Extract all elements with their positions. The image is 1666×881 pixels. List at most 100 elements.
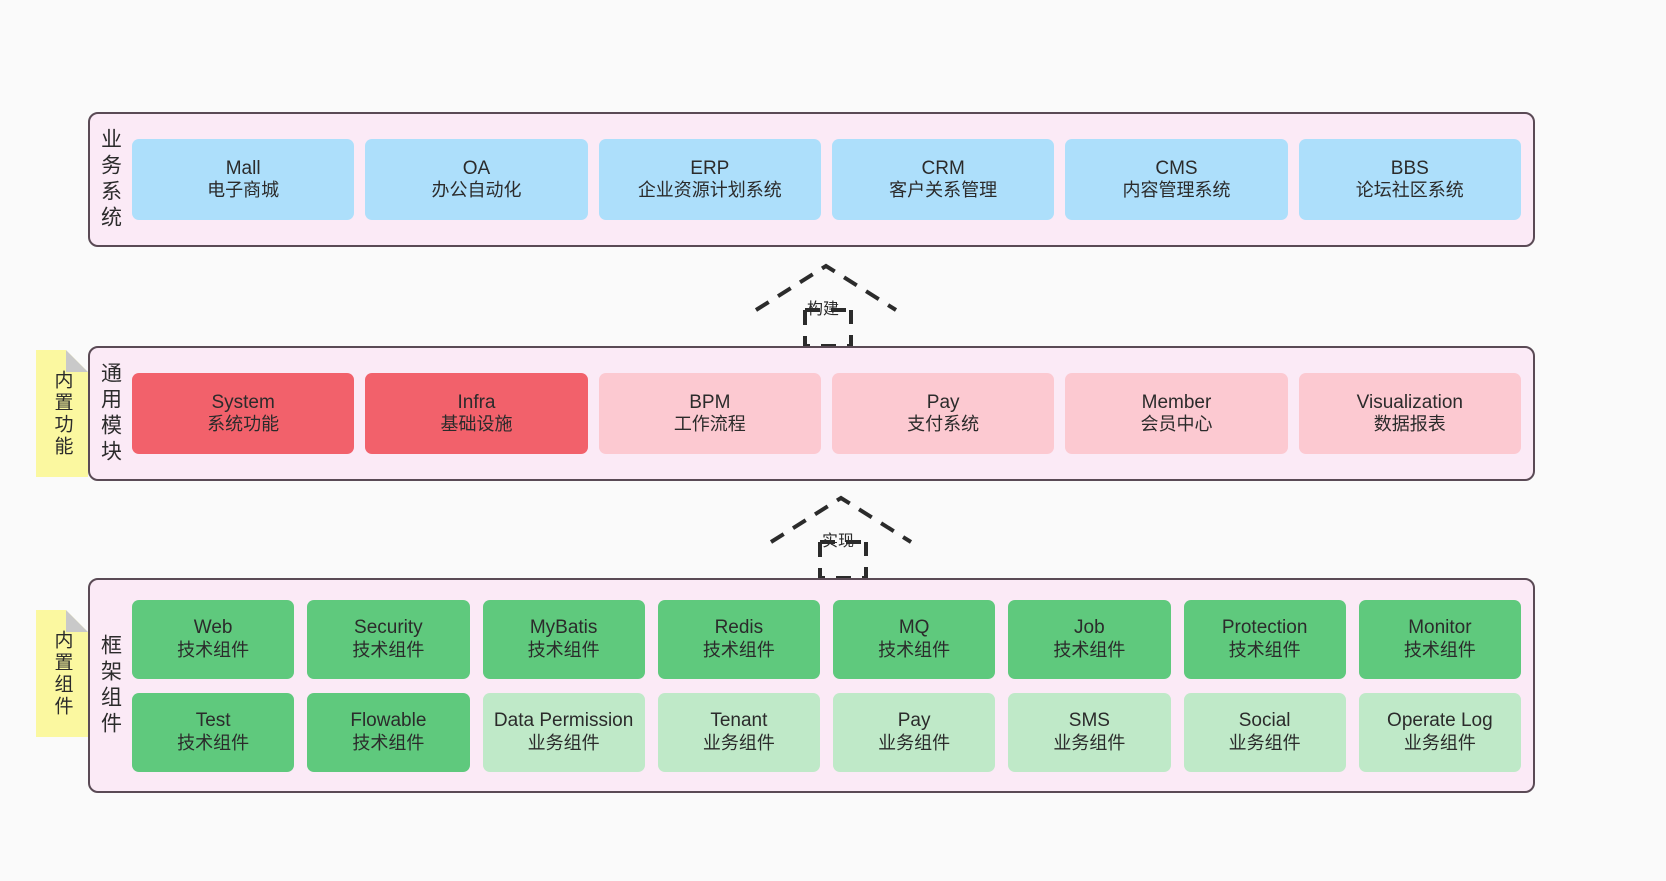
node-member[interactable]: Member 会员中心 [1065, 373, 1288, 454]
node-cn-label: 技术组件 [702, 639, 775, 660]
node-en-label: BBS [1390, 157, 1429, 179]
node-job[interactable]: Job 技术组件 [1008, 599, 1171, 679]
layer-framework-title: 框架组件 [98, 633, 122, 738]
node-cn-label: 企业资源计划系统 [637, 180, 782, 201]
node-bbs[interactable]: BBS 论坛社区系统 [1298, 139, 1521, 220]
node-bpm[interactable]: BPM 工作流程 [598, 373, 821, 454]
node-cn-label: 业务组件 [878, 732, 951, 753]
node-cn-label: 技术组件 [352, 732, 425, 753]
node-cn-label: 技术组件 [177, 732, 250, 753]
node-cn-label: 业务组件 [527, 732, 600, 753]
node-en-label: Pay [926, 391, 960, 413]
node-cn-label: 数据报表 [1373, 414, 1446, 435]
node-crm[interactable]: CRM 客户关系管理 [831, 139, 1055, 220]
node-visualization[interactable]: Visualization 数据报表 [1298, 373, 1521, 454]
node-cn-label: 论坛社区系统 [1355, 180, 1464, 201]
node-system[interactable]: System 系统功能 [132, 373, 355, 454]
node-cn-label: 技术组件 [1228, 639, 1301, 660]
node-en-label: CRM [921, 157, 965, 179]
arrow-implement-label: 实现 [822, 533, 855, 550]
node-cn-label: 技术组件 [352, 639, 425, 660]
node-en-label: MyBatis [529, 617, 598, 639]
node-en-label: Protection [1221, 617, 1308, 639]
node-cn-label: 办公自动化 [431, 180, 522, 201]
node-en-label: CMS [1155, 157, 1198, 179]
node-data-permission[interactable]: Data Permission 业务组件 [482, 692, 645, 772]
node-en-label: ERP [690, 157, 730, 179]
node-cn-label: 内容管理系统 [1122, 180, 1231, 201]
node-en-label: Data Permission [493, 710, 634, 732]
node-en-label: Security [354, 617, 423, 639]
node-infra[interactable]: Infra 基础设施 [365, 373, 588, 454]
node-en-label: Operate Log [1387, 710, 1493, 732]
side-tab-label: 内置功能 [51, 369, 73, 458]
node-test[interactable]: Test 技术组件 [132, 692, 295, 772]
node-erp[interactable]: ERP 企业资源计划系统 [598, 139, 821, 220]
layer-business-title: 业务系统 [98, 127, 122, 232]
arrow-implement: 实现 [765, 490, 925, 582]
node-monitor[interactable]: Monitor 技术组件 [1358, 599, 1521, 679]
node-tenant[interactable]: Tenant 业务组件 [657, 692, 820, 772]
side-tab-label: 内置组件 [51, 629, 73, 718]
node-en-label: SMS [1068, 710, 1110, 732]
node-mq[interactable]: MQ 技术组件 [833, 599, 996, 679]
node-en-label: Monitor [1408, 617, 1472, 639]
page-fold-icon [66, 350, 88, 372]
layer-common-nodes: System 系统功能 Infra 基础设施 BPM 工作流程 Pay 支付系统… [130, 348, 1533, 479]
node-en-label: OA [462, 157, 491, 179]
node-oa[interactable]: OA 办公自动化 [365, 139, 588, 220]
node-cn-label: 技术组件 [177, 639, 250, 660]
node-pay-component[interactable]: Pay 业务组件 [833, 692, 996, 772]
node-en-label: Web [193, 617, 233, 639]
node-cms[interactable]: CMS 内容管理系统 [1065, 139, 1288, 220]
node-mall[interactable]: Mall 电子商城 [132, 139, 355, 220]
arrow-build: 构建 [750, 258, 910, 350]
node-social[interactable]: Social 业务组件 [1183, 692, 1346, 772]
node-en-label: Test [195, 710, 231, 732]
node-cn-label: 客户关系管理 [889, 180, 998, 201]
node-cn-label: 工作流程 [673, 414, 746, 435]
node-cn-label: 业务组件 [1228, 732, 1301, 753]
framework-grid: Web 技术组件 Security 技术组件 MyBatis 技术组件 Redi… [132, 599, 1521, 772]
arrow-build-label: 构建 [807, 301, 840, 318]
node-cn-label: 电子商城 [207, 180, 280, 201]
node-pay-module[interactable]: Pay 支付系统 [831, 373, 1055, 454]
layer-common-modules: 通用模块 System 系统功能 Infra 基础设施 BPM 工作流程 Pay… [88, 346, 1535, 481]
side-tab-builtin-function[interactable]: 内置功能 [36, 350, 88, 477]
layer-common-title: 通用模块 [98, 361, 122, 466]
layer-business-nodes: Mall 电子商城 OA 办公自动化 ERP 企业资源计划系统 CRM 客户关系… [130, 114, 1533, 245]
page-fold-icon [66, 610, 88, 632]
node-cn-label: 系统功能 [207, 414, 280, 435]
layer-framework-nodes: Web 技术组件 Security 技术组件 MyBatis 技术组件 Redi… [130, 580, 1533, 791]
node-cn-label: 支付系统 [907, 414, 980, 435]
node-flowable[interactable]: Flowable 技术组件 [307, 692, 470, 772]
node-en-label: Redis [714, 617, 764, 639]
node-en-label: Member [1141, 391, 1212, 413]
layer-framework-components: 框架组件 Web 技术组件 Security 技术组件 MyBatis 技术组件… [88, 578, 1535, 793]
node-web[interactable]: Web 技术组件 [132, 599, 295, 679]
side-tab-builtin-component[interactable]: 内置组件 [36, 610, 88, 737]
layer-business-systems: 业务系统 Mall 电子商城 OA 办公自动化 ERP 企业资源计划系统 CRM… [88, 112, 1535, 247]
node-cn-label: 基础设施 [440, 414, 513, 435]
node-en-label: Visualization [1356, 391, 1463, 413]
node-en-label: Tenant [710, 710, 768, 732]
node-security[interactable]: Security 技术组件 [307, 599, 470, 679]
node-cn-label: 技术组件 [1053, 639, 1126, 660]
node-cn-label: 技术组件 [1403, 639, 1476, 660]
node-cn-label: 业务组件 [1053, 732, 1126, 753]
node-en-label: System [211, 391, 275, 413]
node-cn-label: 技术组件 [878, 639, 951, 660]
node-en-label: Pay [897, 710, 931, 732]
node-operate-log[interactable]: Operate Log 业务组件 [1358, 692, 1521, 772]
node-en-label: Mall [225, 157, 261, 179]
node-en-label: Flowable [350, 710, 427, 732]
node-cn-label: 技术组件 [527, 639, 600, 660]
node-cn-label: 会员中心 [1140, 414, 1213, 435]
node-cn-label: 业务组件 [702, 732, 775, 753]
node-redis[interactable]: Redis 技术组件 [657, 599, 820, 679]
node-sms[interactable]: SMS 业务组件 [1008, 692, 1171, 772]
node-mybatis[interactable]: MyBatis 技术组件 [482, 599, 645, 679]
node-en-label: Infra [457, 391, 496, 413]
node-protection[interactable]: Protection 技术组件 [1183, 599, 1346, 679]
